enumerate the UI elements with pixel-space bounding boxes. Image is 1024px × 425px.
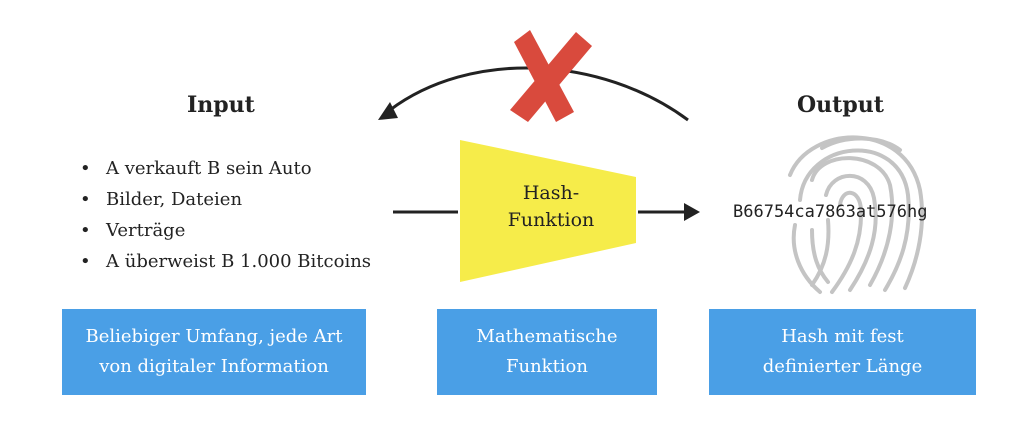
hash-function-label: Hash- Funktion — [476, 180, 626, 234]
input-item: Bilder, Dateien — [80, 184, 371, 215]
output-box-line2: definierter Länge — [762, 356, 923, 377]
output-box-line1: Hash mit fest — [781, 326, 904, 347]
fingerprint-icon — [788, 135, 924, 294]
hash-label-line1: Hash- — [522, 182, 580, 204]
return-arrow-head — [378, 102, 398, 120]
output-arrow-head — [684, 203, 700, 221]
hash-function-shape — [460, 140, 636, 282]
input-box-line2: von digitaler Information — [99, 356, 329, 377]
input-item: A überweist B 1.000 Bitcoins — [80, 246, 371, 277]
cross-icon — [510, 30, 592, 122]
output-description-box: Hash mit fest definierter Länge — [709, 309, 976, 395]
input-description-box: Beliebiger Umfang, jede Art von digitale… — [62, 309, 366, 395]
input-box-line1: Beliebiger Umfang, jede Art — [85, 326, 343, 347]
input-heading: Input — [187, 92, 255, 118]
input-item: A verkauft B sein Auto — [80, 153, 371, 184]
output-heading: Output — [797, 92, 884, 118]
math-box-line1: Mathematische — [476, 326, 618, 347]
math-function-box: Mathematische Funktion — [437, 309, 657, 395]
input-item: Verträge — [80, 215, 371, 246]
math-box-line2: Funktion — [505, 356, 588, 377]
hash-label-line2: Funktion — [507, 209, 595, 231]
input-list: A verkauft B sein Auto Bilder, Dateien V… — [80, 153, 371, 277]
hash-output-value: B66754ca7863at576hg — [733, 202, 928, 222]
